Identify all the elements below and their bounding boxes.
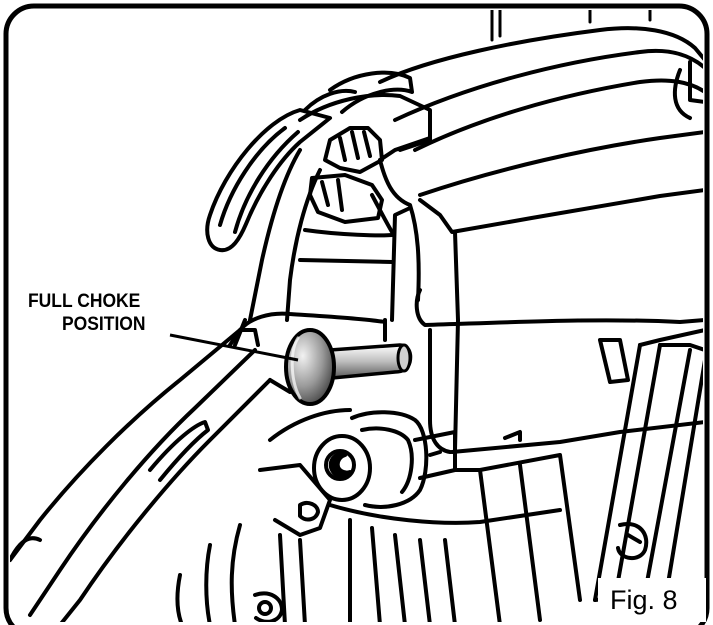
front-lever [205,108,332,253]
callout-label-line-2: POSITION [62,314,146,335]
figure-label: Fig. 8 [610,585,678,615]
callout-label-line-1: FULL CHOKE [28,291,141,312]
side-cover [414,188,703,454]
top-bar-guides [490,10,652,42]
choke-knob [284,328,413,406]
engine-cover [378,26,703,197]
housing-body [238,148,421,342]
callout-leader-line [169,333,299,362]
figure-label-box [598,578,706,622]
bottom-mount [253,591,284,622]
primer-bulb [312,410,457,509]
lower-housing [175,408,582,622]
left-handle [10,318,292,622]
